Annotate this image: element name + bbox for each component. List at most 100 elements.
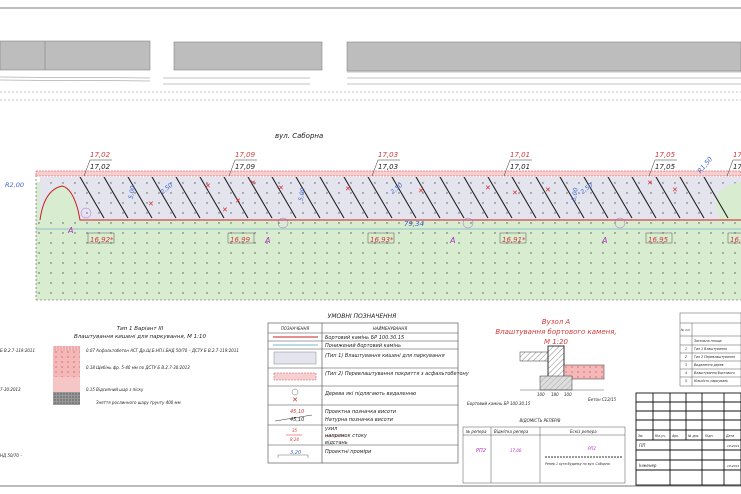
benchmarks-table [462,426,626,484]
tree-remove-icon: ✕ [205,182,211,190]
tree-remove-icon: ✕ [647,179,653,187]
title-col: Зм. [638,434,643,438]
legend-item: Натурна позначка висоти [325,417,394,423]
parking-stall-lines [79,176,729,219]
title-block [635,392,741,486]
elevation-design: 17,03 [378,151,398,159]
title-col: Кіл.уч. [655,434,666,438]
benchmarks-col-sketch: Ескіз репера [570,429,597,434]
title-date-1: 10.2021 [727,444,739,448]
legend-item: (Тип 1) Влаштування кишені для паркуванн… [325,353,445,359]
dim-4: 5,00 [298,187,307,202]
buildings [0,40,741,72]
svg-text:✕: ✕ [292,396,298,404]
legend-sym-design: 45,10 [290,409,304,415]
node-scale: М 1:20 [544,338,569,346]
node-subtitle: Влаштування бортового каменя, [495,328,616,336]
benchmark-id: РП2 [476,448,486,454]
tree-remove-icon: ✕ [485,184,491,192]
benchmark-elevation: 17,00 [510,448,522,453]
legend-col-symbol: ПОЗНАЧЕННЯ [281,326,310,331]
node-mark: A [601,236,607,245]
summary-text: Влаштування бортового [694,371,735,375]
node-mark: A [67,226,73,235]
tree-remove-icon: ✕ [250,179,256,187]
layer-label-1: 0.07 Асфальтобетон АСГ Др.Щ.Б.НП.І.БНД 5… [86,348,239,353]
elevation-design: 17,05 [655,151,676,159]
elevation-natural: 17,02 [90,163,111,171]
summary-table [679,312,741,387]
summary-text: Загальна площа [694,339,722,343]
legend-item: Проектні проміри [325,449,372,455]
layer-label-4: Зняття рослинного шару ґрунту 400 мм [96,400,181,405]
bottom-elevation: 16,93* [370,236,394,244]
elevation-natural: 17, [733,163,741,171]
title-col: Підп. [705,434,714,438]
street-name: вул. Саборна [275,132,323,140]
summary-text: Видалення дерев [694,363,724,367]
bottom-elevation: 16,95 [648,236,669,244]
bottom-elevation: 16,92* [90,236,114,244]
elevation-natural: 17,01 [510,163,530,171]
legend-item: Понижений бортовий камінь [325,343,401,349]
tree-remove-icon: ✕ [545,186,551,194]
node-dim-3: 100 [564,392,572,397]
summary-text: Кількість паркувань [694,379,728,383]
resurfacing-strip [35,170,741,177]
summary-no: 2 [685,355,687,359]
elevation-design: 17,09 [235,151,256,159]
legend-item: відстань [325,440,348,446]
elevation-natural: 17,09 [235,163,256,171]
node-label-curb: Бортовий камінь БР 100.30.15 [467,401,531,406]
tree-remove-icon: ✕ [222,206,228,214]
node-title: Вузол А [542,318,571,326]
tree-remove-icon: ✕ [672,186,678,194]
layer-soil [53,392,80,405]
dim-6: 5,00 [571,187,580,202]
left-note-2: 7-30:2013 [0,387,21,392]
curb-line [39,185,741,221]
summary-no: 3 [685,363,687,367]
legend-item: (Тип 2) Перевлаштування покриття з асфал… [325,371,470,377]
dim-1: 5,00 [128,185,137,200]
tree-remove-symbol: ✕ [291,388,299,404]
type2-symbol [273,372,317,381]
elevation-design: 17, [733,151,741,159]
layer-label-2: 0.18 Щебінь фр. 5-40 мм по ДСТУ Б В.2.7-… [86,365,190,370]
node-dim-1: 100 [537,392,545,397]
tree-remove-icon: ✕ [512,189,518,197]
legend-item: напрямок стоку [325,433,368,439]
tree-remove-icon: ✕ [418,187,424,195]
bottom-elevation: 16,99 [230,236,251,244]
node-mark: A [449,236,455,245]
title-role-2: Інженер [639,463,657,468]
title-role-1: ГІП [639,443,645,448]
summary-no: 1 [685,347,687,351]
benchmarks-col-id: № репера [465,429,487,434]
legend-sym-slope: 35 [292,428,298,433]
trees-to-remove: ✕✕✕✕✕✕✕✕✕✕✕✕✕ [148,179,678,214]
legend-title: УМОВНІ ПОЗНАЧЕННЯ [328,313,397,320]
elevation-natural: 17,03 [378,163,398,171]
legend-item: ухил [324,426,338,432]
layer-sand [53,377,80,392]
bottom-elevation: 16,91* [502,236,526,244]
title-col: Арк. [671,434,679,438]
title-col: № док. [687,434,699,438]
type1-symbol [273,351,317,365]
legend-table [267,322,459,464]
legend-col-name: НАЙМЕНУВАННЯ [373,326,408,331]
benchmark-sketch-label: РП2 [588,446,596,451]
benchmark-note: Репер 1 кута будинку по вул. Соборна [545,462,610,466]
node-label-concrete: Бетон С12/15 [588,397,617,402]
left-note-1: Б В.2.7-119:2011 [0,348,35,353]
summary-no: 4 [685,371,687,375]
sidewalk-lines [0,71,741,101]
left-note-3: НД 50/70 – [0,453,22,458]
type-section-title: Тип 1 Варіант III [117,326,164,332]
curb-detail-drawing [519,345,605,391]
legend-sym-natural: 45,10 [290,417,304,423]
